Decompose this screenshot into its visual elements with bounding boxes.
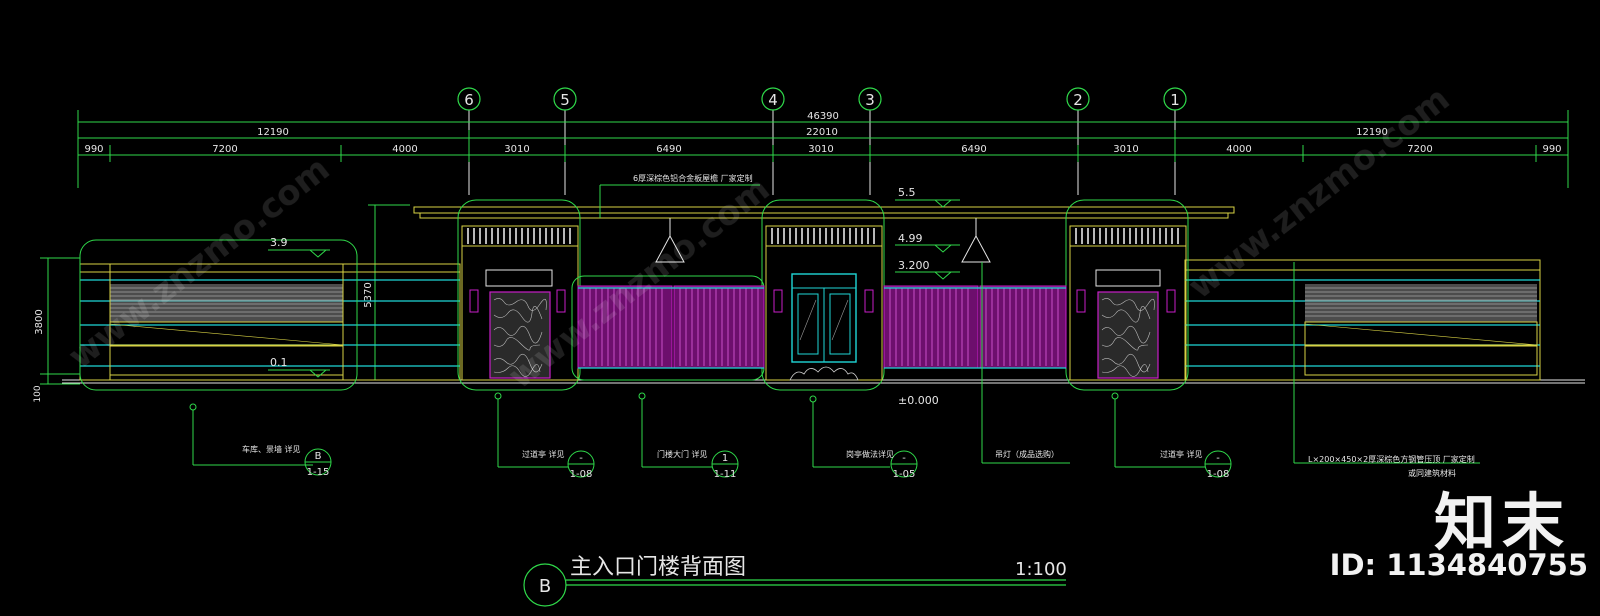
dim-seg-1: 990 — [84, 144, 103, 155]
dim-seg-6: 3010 — [808, 144, 833, 155]
callout-2-bottom: 1-08 — [570, 469, 593, 480]
note-lamp: 吊灯（成品选购） — [995, 449, 1059, 459]
callout-3-top: 1 — [722, 453, 728, 464]
note-right-1: L×200×450×2厚深棕色方钢管压顶 厂家定制 — [1308, 454, 1475, 464]
drawing-scale: 1:100 — [1015, 559, 1067, 580]
callout-5-bottom: 1-08 — [1207, 469, 1230, 480]
watermark-site-3: www.znzmo.com — [1181, 79, 1457, 307]
level-top: 5.5 — [898, 186, 916, 199]
note-guard: 岗亭做法详见 — [846, 449, 894, 459]
callout-5-top: - — [1216, 453, 1220, 464]
dim-seg-11: 990 — [1542, 144, 1561, 155]
axis-bubbles — [457, 87, 1187, 111]
dim-seg-8: 3010 — [1113, 144, 1138, 155]
pavilion-center — [761, 199, 885, 391]
axis-label-4: 4 — [768, 91, 778, 109]
watermark-site-1: www.znzmo.com — [61, 149, 337, 377]
vertical-dimension-lines — [40, 204, 410, 385]
dim-seg-9: 4000 — [1226, 144, 1251, 155]
dim-seg-4: 3010 — [504, 144, 529, 155]
callout-4-top: - — [902, 453, 906, 464]
brand-watermark: 知末 — [1433, 486, 1570, 559]
level-zero: ±0.000 — [898, 394, 939, 407]
note-pavilion-right: 过道亭 详见 — [1160, 449, 1203, 459]
pavilion-right — [1065, 199, 1189, 391]
level-499: 4.99 — [898, 232, 923, 245]
callout-4-bottom: 1-05 — [893, 469, 916, 480]
axis-label-2: 2 — [1073, 91, 1083, 109]
dim-seg-2: 7200 — [212, 144, 237, 155]
dimension-lines — [77, 110, 1569, 188]
level-markers — [268, 199, 960, 378]
callout-1-top: B — [315, 451, 322, 462]
note-roof: 6厚深棕色铝合金板屋檐 厂家定制 — [633, 173, 753, 183]
dim-seg-3: 4000 — [392, 144, 417, 155]
axis-label-1: 1 — [1170, 91, 1180, 109]
axis-label-3: 3 — [865, 91, 875, 109]
dim-left-part: 12190 — [257, 127, 289, 138]
note-garage: 车库、景墙 详见 — [242, 444, 301, 454]
dim-seg-7: 6490 — [961, 144, 986, 155]
drawing-title-block: B 主入口门楼背面图 1:100 — [523, 555, 1067, 607]
callout-2-top: - — [579, 453, 583, 464]
title-letter: B — [539, 576, 551, 597]
callout-bubbles — [304, 448, 1232, 478]
leader-lines — [189, 262, 1480, 468]
asset-id-watermark: ID: 1134840755 — [1329, 548, 1588, 582]
callout-1-bottom: 1-15 — [307, 467, 330, 478]
axis-label-6: 6 — [464, 91, 474, 109]
dim-right-part: 12190 — [1356, 127, 1388, 138]
note-right-2: 或同建筑材料 — [1408, 468, 1456, 478]
dim-center-part: 22010 — [806, 127, 838, 138]
note-gate: 门楼大门 详见 — [657, 449, 708, 459]
drawing-title: 主入口门楼背面图 — [570, 555, 746, 580]
right-garage-wall — [1184, 259, 1541, 381]
dim-seg-10: 7200 — [1407, 144, 1432, 155]
dim-gate-height: 5370 — [363, 282, 374, 307]
dim-base-height: 100 — [33, 385, 43, 402]
dim-total: 46390 — [807, 111, 839, 122]
note-pavilion-left: 过道亭 详见 — [522, 449, 565, 459]
callout-3-bottom: 1-11 — [714, 469, 737, 480]
axis-label-5: 5 — [560, 91, 570, 109]
left-garage-wall — [79, 239, 461, 391]
level-39: 3.9 — [270, 236, 288, 249]
gate-panels — [571, 275, 1067, 381]
dim-left-height: 3800 — [34, 309, 45, 334]
level-3200: 3.200 — [898, 259, 930, 272]
level-01: 0.1 — [270, 356, 288, 369]
dim-seg-5: 6490 — [656, 144, 681, 155]
roof-eave — [413, 184, 1235, 219]
pendant-lamps — [655, 218, 991, 263]
